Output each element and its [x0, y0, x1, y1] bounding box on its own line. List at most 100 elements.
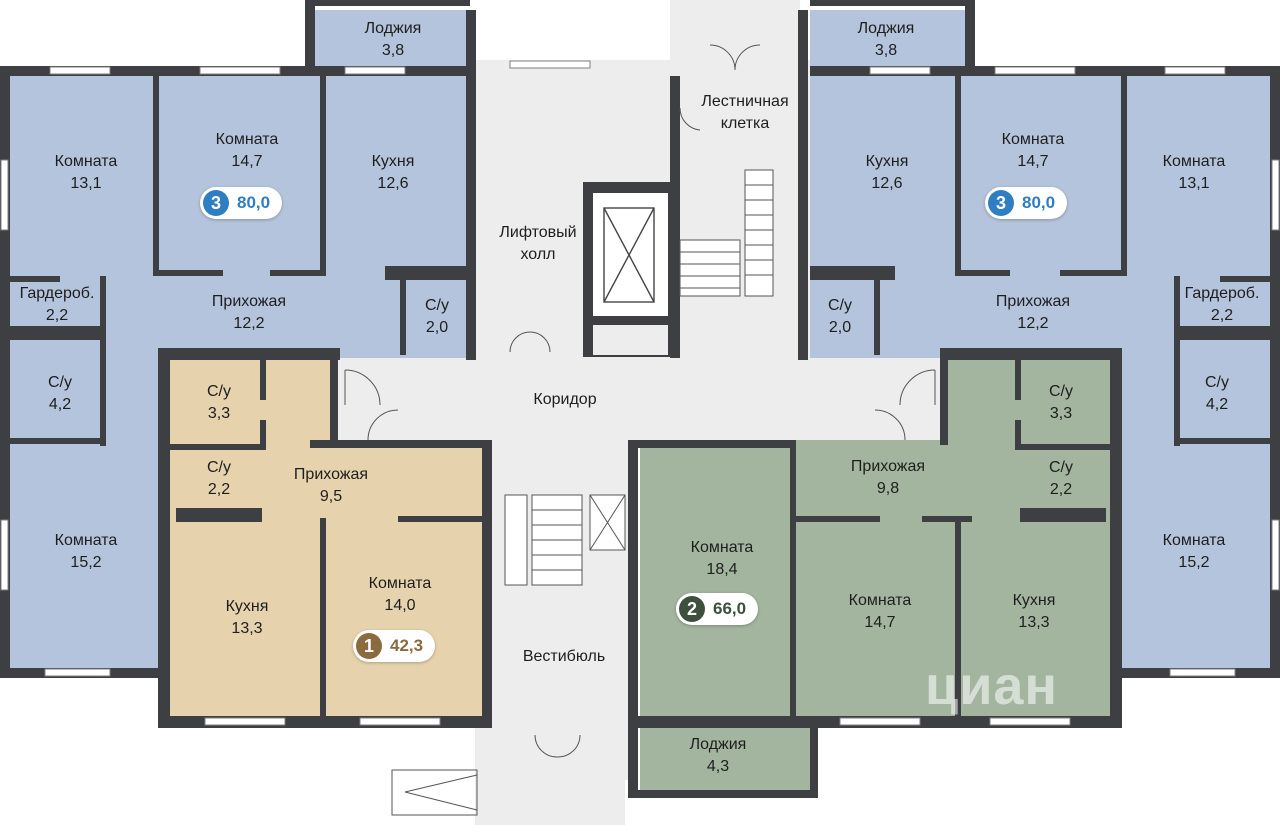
room-count: 3 [988, 190, 1014, 216]
room-area: 12,2 [233, 315, 265, 332]
room-name: С/у [207, 383, 231, 400]
room-area: 2,0 [425, 319, 449, 336]
window [1271, 519, 1280, 591]
room-area: 2,2 [207, 481, 231, 498]
wall [0, 66, 10, 678]
room-area: 2,2 [1049, 481, 1073, 498]
room-name: Лестничная [701, 93, 789, 110]
wall [1174, 276, 1180, 446]
wall [922, 516, 972, 522]
room-name: С/у [425, 297, 449, 314]
window [0, 519, 9, 591]
room-name: Комната [54, 153, 118, 170]
window [199, 66, 281, 75]
room-name: Кухня [225, 598, 269, 615]
room-name: Кухня [1012, 592, 1056, 609]
window [869, 66, 931, 75]
room-name: Прихожая [293, 466, 369, 483]
apartment-area: 42,3 [390, 636, 424, 655]
room-area: 3,3 [207, 405, 231, 422]
lift-pit [593, 325, 668, 355]
wall [153, 76, 159, 276]
wall [628, 790, 818, 798]
wall [1060, 270, 1127, 276]
wc-one-33: С/у 3,3 [207, 381, 231, 425]
window [994, 66, 1076, 75]
lift-cabin [593, 193, 668, 316]
wall [466, 10, 476, 360]
vestibule: Вестибюль [523, 646, 605, 668]
wall [1015, 420, 1021, 450]
wall [160, 348, 340, 360]
room-area: 15,2 [70, 554, 102, 571]
wall [798, 10, 808, 360]
apt-left-area-lower [0, 280, 170, 670]
wall [1121, 76, 1127, 276]
room-name: Коридор [533, 391, 597, 408]
room-area: 9,5 [319, 488, 343, 505]
room-area: 3,3 [1049, 405, 1073, 422]
window [1164, 66, 1226, 75]
wall [955, 518, 961, 718]
apartment-area: 80,0 [1022, 193, 1056, 212]
wall [320, 76, 326, 276]
wall [790, 448, 796, 718]
wc-left-20: С/у 2,0 [425, 295, 449, 339]
window [989, 717, 1071, 726]
wall [100, 276, 106, 446]
room-area: 4,3 [706, 758, 730, 775]
wall [810, 0, 975, 6]
room-area: 14,7 [231, 153, 263, 170]
wall [305, 0, 470, 6]
window [49, 66, 111, 75]
room-name: С/у [207, 459, 231, 476]
room-area: 3,8 [874, 42, 898, 59]
wall [158, 348, 170, 728]
window [1271, 159, 1280, 231]
room-area: 9,8 [876, 480, 900, 497]
room-area: 14,7 [1017, 153, 1049, 170]
wall [170, 444, 265, 450]
wall [270, 270, 326, 276]
room-name: Прихожая [211, 293, 287, 310]
room-name: Лоджия [689, 736, 747, 753]
room-name: Комната [1001, 131, 1065, 148]
corridor: Коридор [533, 389, 596, 411]
wall [330, 350, 338, 448]
wall [400, 280, 406, 355]
loggia-right-area [810, 10, 965, 72]
wall [385, 266, 470, 280]
window [509, 60, 591, 69]
entrance-ramp [391, 769, 478, 816]
room-name: Лифтовый [499, 224, 577, 241]
wall [1020, 508, 1106, 522]
room-area: 2,2 [45, 307, 69, 324]
room-name: Комната [368, 575, 432, 592]
apt-one-notch [330, 358, 490, 440]
door-swings [344, 44, 936, 758]
wall [260, 420, 266, 450]
room-count: 3 [203, 190, 229, 216]
room-name-line2: холл [520, 246, 556, 263]
window [204, 717, 286, 726]
room-name: Вестибюль [522, 648, 606, 665]
wall [810, 718, 818, 798]
room-name: С/у [1205, 374, 1229, 391]
loggia-two: Лоджия 4,3 [690, 734, 747, 778]
